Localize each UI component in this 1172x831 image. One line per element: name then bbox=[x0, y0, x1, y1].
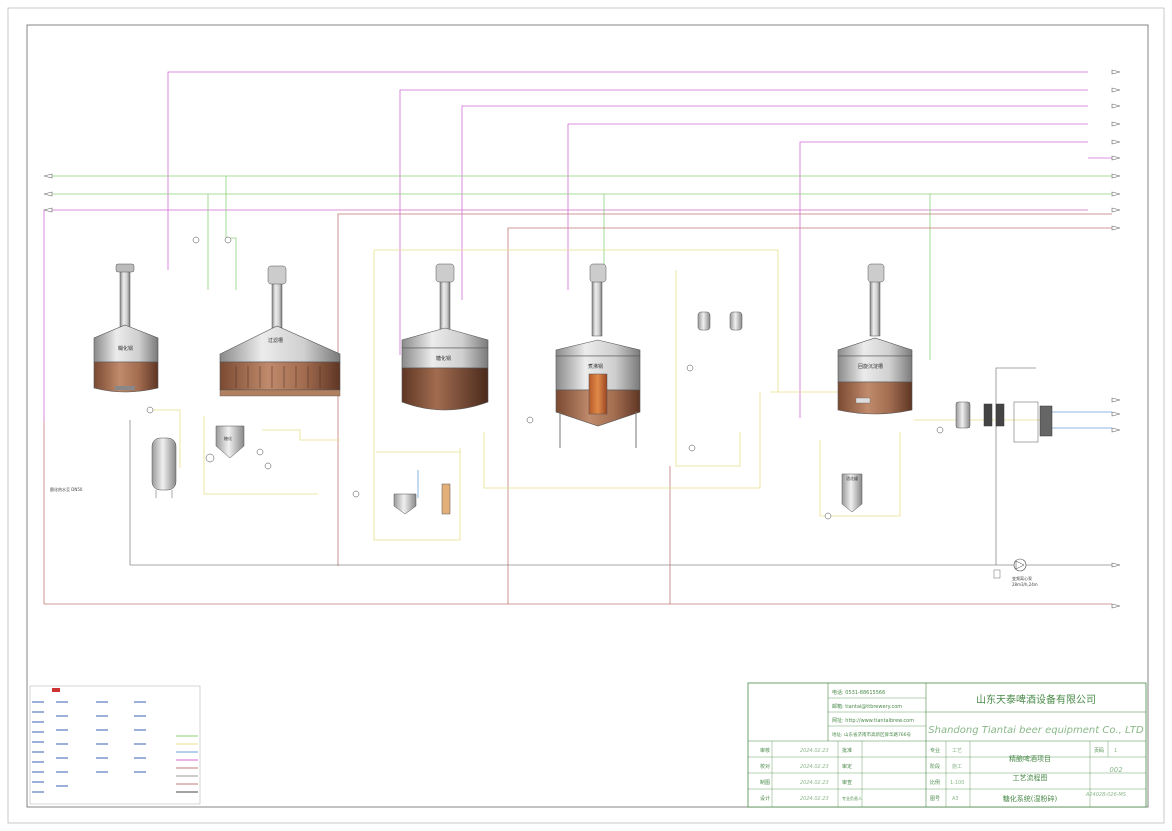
role2-4: 专业负责人 bbox=[842, 795, 862, 801]
title-block: 山东天泰啤酒设备有限公司 Shandong Tiantai beer equip… bbox=[747, 682, 1147, 808]
field-value-3: 1:100 bbox=[950, 780, 964, 786]
role2-1: 批准 bbox=[842, 747, 852, 754]
red-header-lines bbox=[43, 213, 1112, 605]
contact-tel: 电话: 0531-88615566 bbox=[832, 689, 885, 696]
boil-kettle-label: 煮沸锅 bbox=[588, 363, 603, 370]
mash-tun-vessel[interactable]: 糊化锅 bbox=[93, 263, 159, 393]
magenta-header-lines bbox=[43, 71, 1112, 422]
hop-doser-1[interactable] bbox=[697, 311, 711, 331]
mash-tun-label: 糊化锅 bbox=[118, 345, 133, 352]
field-4: 图号 bbox=[930, 796, 940, 802]
hops-tank-label: 酒花罐 bbox=[846, 475, 858, 481]
sheet-number: 1 bbox=[1114, 748, 1117, 754]
field-3: 比例 bbox=[930, 779, 940, 786]
sheet-label: 页码 bbox=[1094, 747, 1104, 754]
feed-pump[interactable]: 变频离心泵 28m3/h,24m bbox=[993, 558, 1038, 587]
grist-case-label: 糖化 bbox=[224, 435, 232, 441]
date-3: 2024.02.23 bbox=[800, 780, 829, 786]
date-1: 2024.02.23 bbox=[800, 748, 829, 754]
field-2: 阶段 bbox=[930, 763, 940, 770]
legend-block bbox=[29, 685, 201, 805]
date-2: 2024.02.23 bbox=[800, 764, 829, 770]
valves[interactable] bbox=[146, 236, 944, 520]
hops-tank[interactable]: 酒花罐 bbox=[841, 473, 863, 513]
aerator-skid[interactable] bbox=[1013, 401, 1053, 443]
cip-vessel[interactable] bbox=[393, 493, 417, 515]
system-name: 糖化系统(湿粉碎) bbox=[1003, 794, 1058, 803]
pump-spec: 28m3/h,24m bbox=[1012, 582, 1038, 587]
document-code: A2402B-026-MS bbox=[1085, 792, 1127, 798]
arrow-ends bbox=[43, 69, 1121, 609]
field-value-2: 施工 bbox=[952, 763, 962, 770]
company-name-cn: 山东天泰啤酒设备有限公司 bbox=[976, 693, 1096, 706]
mash-kettle-vessel[interactable]: 糖化锅 bbox=[401, 263, 489, 411]
drawing-number: 002 bbox=[1109, 766, 1123, 774]
boil-kettle-vessel[interactable]: 煮沸锅 bbox=[555, 263, 641, 448]
field-value-1: 工艺 bbox=[952, 748, 962, 754]
field-1: 专业 bbox=[930, 747, 940, 754]
role2-2: 审定 bbox=[842, 763, 852, 770]
role-3: 制图 bbox=[760, 779, 770, 786]
mash-kettle-label: 糖化锅 bbox=[436, 355, 451, 362]
whirlpool-vessel[interactable]: 回旋沉淀槽 bbox=[837, 263, 913, 415]
green-header-lines bbox=[52, 175, 1112, 360]
hot-water-tank[interactable] bbox=[151, 437, 177, 498]
role-2: 校对 bbox=[760, 763, 770, 770]
grist-case[interactable]: 糖化 bbox=[215, 425, 245, 459]
company-name-en: Shandong Tiantai beer equipment Co., LTD bbox=[928, 725, 1144, 736]
whirlpool-label: 回旋沉淀槽 bbox=[858, 363, 883, 370]
contact-website: 网址: http://www.tiantaibrew.com bbox=[832, 717, 914, 724]
outer-frame bbox=[7, 7, 1165, 824]
filter-housing-2[interactable] bbox=[983, 403, 1005, 427]
role-1: 审核 bbox=[760, 747, 770, 754]
blue-lines bbox=[417, 411, 1112, 498]
inner-frame bbox=[26, 24, 1149, 808]
project-name: 精酿啤酒项目 bbox=[1009, 754, 1051, 763]
field-value-4: A3 bbox=[952, 796, 959, 802]
date-4: 2024.02.23 bbox=[800, 796, 829, 802]
plate-heat-exchanger[interactable] bbox=[441, 483, 451, 515]
left-note: 酿化热水至 DN50 bbox=[50, 486, 83, 492]
role-4: 设计 bbox=[760, 795, 770, 802]
contact-address: 地址: 山东省济南市高新区舜华路766号 bbox=[832, 731, 912, 738]
role2-3: 审查 bbox=[842, 779, 852, 786]
pump-note: 变频离心泵 bbox=[1012, 575, 1032, 581]
contact-email: 邮箱: tiantai@ttbrewery.com bbox=[832, 703, 902, 710]
gray-lines bbox=[129, 367, 1112, 566]
drawing-name: 工艺流程图 bbox=[1013, 773, 1048, 782]
lauter-tun-vessel[interactable]: 过滤槽 bbox=[219, 265, 341, 397]
hop-doser-2[interactable] bbox=[729, 311, 743, 331]
lauter-tun-label: 过滤槽 bbox=[268, 337, 283, 344]
yellow-process-lines bbox=[150, 249, 1050, 541]
filter-housing-1[interactable] bbox=[955, 401, 971, 429]
